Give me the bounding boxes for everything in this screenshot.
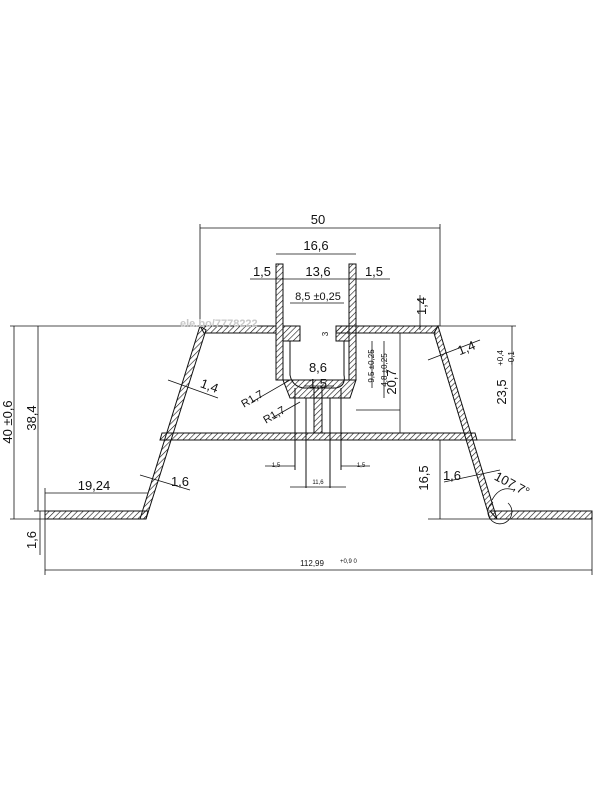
dim-overall-tol: +0,9 0: [340, 559, 358, 565]
right-lip: [335, 325, 350, 342]
dim-lip: 3: [321, 331, 330, 336]
dim-upper-height: 23,5: [494, 379, 509, 404]
dim-depth-b: 4,8 ±0,25: [380, 353, 389, 387]
dim-rib-center: 1,5: [309, 376, 327, 391]
right-base-flange: [488, 510, 593, 520]
dim-opening: 8,5 ±0,25: [295, 291, 341, 303]
dim-base-thickness: 1,6: [24, 531, 39, 549]
watermark: ele.bo/7778222: [180, 318, 258, 330]
profile-section: [44, 263, 593, 520]
slot-left-wall: [275, 263, 284, 381]
dim-top-width: 50: [311, 212, 325, 227]
middle-web: [159, 432, 478, 441]
dim-upper-tol-plus: +0,4: [496, 350, 505, 366]
dim-left-height: 38,4: [24, 405, 39, 430]
dim-radius-b: R1,7: [261, 404, 287, 426]
dim-flange: 19,24: [78, 478, 111, 493]
dim-total-height: 40 ±0,6: [0, 400, 15, 443]
dim-rib-left: 1,5: [272, 463, 281, 469]
left-base-flange: [44, 510, 149, 520]
dim-rib-right: 1,5: [357, 463, 366, 469]
dim-slot-inner: 13,6: [305, 264, 330, 279]
dim-angle: 107,7°: [492, 469, 532, 500]
dim-left-wall: 1,4: [198, 376, 220, 396]
dimension-lines: [10, 224, 593, 575]
channel-contours: [289, 341, 345, 488]
slot-right-wall: [348, 263, 357, 381]
dim-overall-width: 112,99: [300, 559, 324, 568]
dim-right-wall: 1,4: [455, 337, 477, 358]
left-lip: [282, 325, 301, 342]
dim-inner-channel: 8,6: [309, 360, 327, 375]
dim-radius-a: R1,7: [239, 388, 265, 410]
dim-wall-top: 1,4: [414, 297, 429, 315]
dim-wall-left: 1,5: [253, 264, 271, 279]
dim-lower-height: 16,5: [416, 465, 431, 490]
dim-depth-a: 9,5 ±0,25: [367, 349, 376, 383]
top-plate-right: [335, 325, 439, 334]
dim-upper-tol-minus: -0,1: [507, 351, 516, 365]
dim-leg-left: 1,6: [171, 474, 189, 489]
dim-rib-span: 11,6: [312, 480, 324, 486]
left-leg: [139, 325, 207, 520]
dim-wall-right: 1,5: [365, 264, 383, 279]
dim-slot-outer: 16,6: [303, 238, 328, 253]
central-rib: [313, 387, 323, 434]
dim-inner-height: 20,7: [384, 369, 399, 394]
dim-leg-right: 1,6: [443, 468, 461, 483]
